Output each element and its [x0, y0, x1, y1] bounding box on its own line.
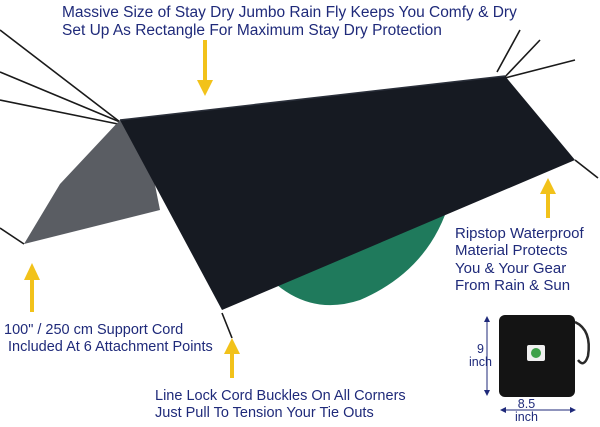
- support-cord-caption: 100" / 250 cm Support Cord Included At 6…: [4, 322, 213, 355]
- arrow-left: [24, 263, 40, 312]
- buckles-caption: Line Lock Cord Buckles On All Corners Ju…: [155, 388, 406, 421]
- bag-logo-mark: [531, 348, 541, 358]
- material-line-3: You & Your Gear: [455, 259, 567, 277]
- bag-width-unit: inch: [515, 410, 538, 425]
- buckles-line-2: Just Pull To Tension Your Tie Outs: [155, 404, 374, 421]
- tarp-ridgeline: [119, 75, 506, 121]
- material-caption: Ripstop Waterproof Material Protects You…: [455, 225, 584, 294]
- support-cords: [0, 29, 599, 339]
- storage-bag: [499, 315, 590, 397]
- bag-width-label: 8.5 inch: [515, 397, 538, 425]
- cord-bottom-front: [221, 312, 233, 339]
- support-cord-line-2: Included At 6 Attachment Points: [4, 338, 213, 355]
- bag-height-label: 9 inch: [469, 342, 492, 370]
- dimension-guides: [484, 316, 576, 413]
- cord-right-top-2: [501, 39, 541, 81]
- arrow-bottom: [224, 338, 240, 378]
- buckles-line-1: Line Lock Cord Buckles On All Corners: [155, 388, 406, 404]
- headline-caption: Massive Size of Stay Dry Jumbo Rain Fly …: [62, 4, 517, 40]
- bag-width-value: 8.5: [517, 397, 536, 411]
- material-line-1: Ripstop Waterproof: [455, 225, 584, 242]
- headline-line-1: Massive Size of Stay Dry Jumbo Rain Fly …: [62, 4, 517, 21]
- tarp-side-panel: [24, 120, 160, 244]
- bag-drawstring: [574, 320, 590, 365]
- headline-line-2: Set Up As Rectangle For Maximum Stay Dry…: [62, 21, 442, 39]
- bag-height-value: 9: [476, 342, 484, 356]
- arrows: [24, 40, 556, 378]
- cord-left-bottom: [0, 227, 25, 245]
- material-line-4: From Rain & Sun: [455, 276, 571, 294]
- arrow-right: [540, 178, 556, 218]
- cord-left-top-2: [0, 71, 121, 123]
- bag-height-unit: inch: [469, 355, 492, 370]
- cord-right-top-3: [504, 59, 576, 79]
- material-line-2: Material Protects: [455, 242, 568, 260]
- cord-left-top-1: [0, 29, 121, 123]
- cord-left-top-3: [0, 99, 119, 125]
- arrow-top: [197, 40, 213, 96]
- tarp-main: [120, 76, 575, 310]
- cord-right-bottom: [574, 159, 599, 179]
- support-cord-line-1: 100" / 250 cm Support Cord: [4, 322, 184, 338]
- cord-right-top-1: [496, 29, 521, 73]
